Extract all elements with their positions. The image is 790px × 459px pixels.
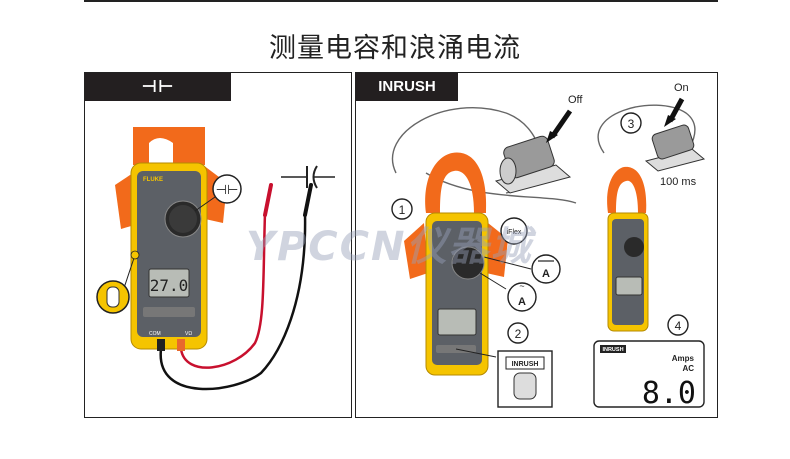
capacitance-panel: ⊣⊢ FLUKE 27.0 COM VΩ xyxy=(84,72,352,418)
time-100ms-label: 100 ms xyxy=(660,176,697,188)
clamp-meter-right-small xyxy=(607,166,649,332)
step-1-marker xyxy=(391,198,413,220)
rotary-dial-large xyxy=(451,246,485,280)
inrush-header: INRUSH xyxy=(356,73,458,101)
lcd-value: 27.0 xyxy=(150,276,189,295)
black-probe xyxy=(303,183,313,217)
dc-amps-symbol: A xyxy=(542,268,550,280)
red-test-lead xyxy=(179,212,267,369)
dc-amps-callout xyxy=(531,254,561,284)
brand-label: FLUKE xyxy=(143,177,163,183)
watermark: YPCCN仪器城 xyxy=(246,224,533,270)
capacitor-symbol xyxy=(281,165,335,189)
motor-off xyxy=(494,135,572,194)
ac-amps-symbol: A xyxy=(518,296,526,308)
lcd-display xyxy=(148,268,190,298)
motor-on xyxy=(644,124,706,172)
black-test-lead xyxy=(159,212,307,391)
capacitance-header: ⊣⊢ xyxy=(85,73,231,101)
display-unit: Amps xyxy=(672,354,695,363)
step-3-marker xyxy=(620,112,642,134)
ac-amps-callout xyxy=(507,282,537,312)
callout-function-symbol: ⊣⊢ xyxy=(216,182,239,197)
clamp-meter-left: FLUKE 27.0 COM VΩ xyxy=(115,127,227,351)
v-jack-label: VΩ xyxy=(185,331,192,337)
display-ac: AC xyxy=(682,364,694,373)
com-jack-label: COM xyxy=(149,331,161,337)
svg-text:~: ~ xyxy=(519,281,524,291)
display-mode: INRUSH xyxy=(602,347,623,353)
iflex-label: iFlex xyxy=(507,229,522,236)
top-rule xyxy=(84,0,718,2)
step-1-label: 1 xyxy=(399,203,406,217)
inrush-illustration: Off 3 On 100 ms 1 iFlex xyxy=(391,82,706,411)
step-2-label: 2 xyxy=(515,327,522,341)
lcd-large xyxy=(437,308,477,336)
page-title: 测量电容和浪涌电流 xyxy=(269,33,521,64)
com-jack xyxy=(157,339,165,351)
red-probe xyxy=(263,183,273,217)
step-4-marker xyxy=(667,314,689,336)
step-2-marker xyxy=(507,322,529,344)
display-value: 8.0 xyxy=(642,376,696,411)
step-4-label: 4 xyxy=(675,319,682,333)
callout-dial-function xyxy=(212,174,242,204)
inrush-display-zoom xyxy=(593,340,705,408)
inrush-panel: INRUSH Off 3 On 100 ms xyxy=(355,72,718,418)
step-3-label: 3 xyxy=(628,117,635,131)
off-label: Off xyxy=(568,94,583,106)
v-jack xyxy=(177,339,185,351)
inrush-button-label: INRUSH xyxy=(512,361,539,368)
iflex-callout xyxy=(500,217,528,245)
on-label: On xyxy=(674,82,689,94)
clamp-meter-right-large xyxy=(404,152,508,376)
capacitance-illustration: FLUKE 27.0 COM VΩ ⊣⊢ xyxy=(96,127,335,391)
